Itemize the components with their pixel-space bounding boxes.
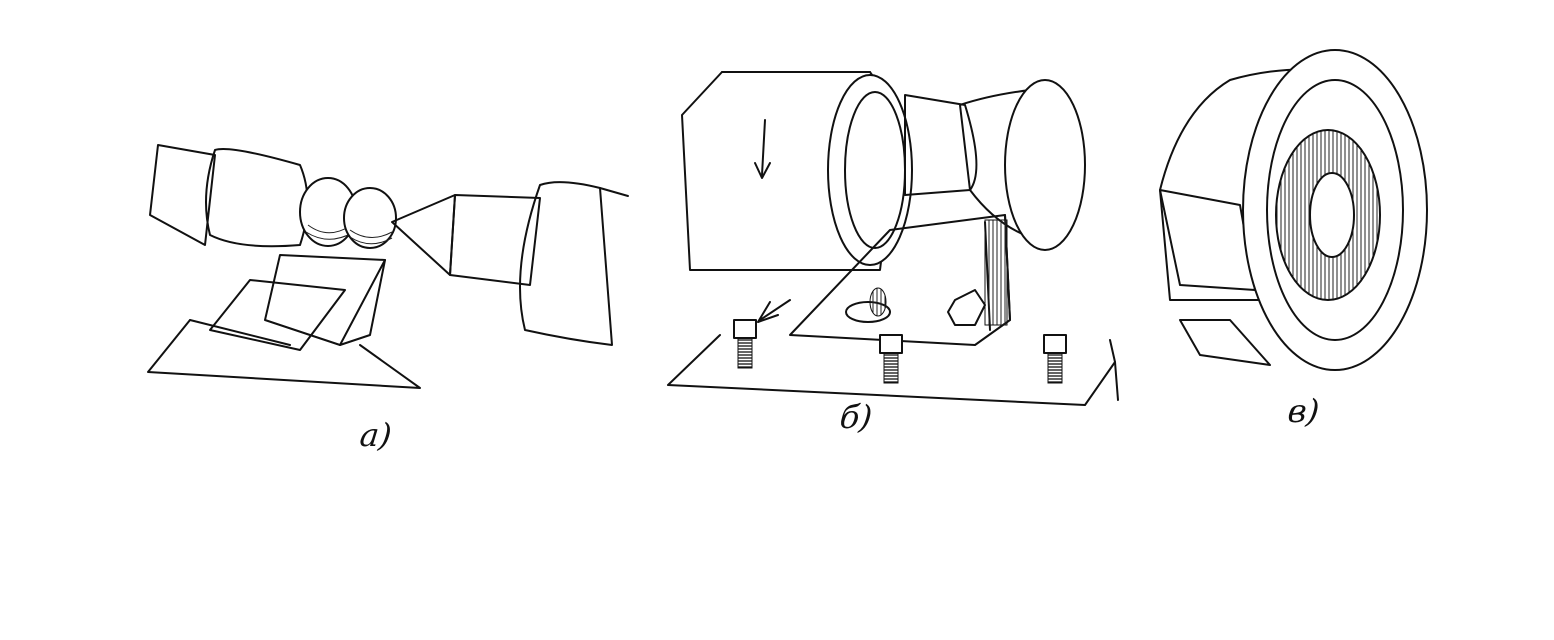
clamp-bolt-2: [879, 334, 903, 384]
tool-post: [147, 319, 421, 389]
diagram-c-knurl-roller: [1159, 49, 1428, 371]
tool-shank: [209, 279, 346, 351]
roller-grooves: [1179, 319, 1271, 366]
tailstock-quill: [449, 194, 541, 286]
roller-face-inner: [1266, 79, 1404, 341]
caption-b: б): [838, 398, 875, 436]
chuck-face: [827, 74, 913, 266]
tailstock-body: [519, 181, 613, 346]
tailstock-center: [391, 194, 456, 276]
left-shaft: [149, 144, 216, 246]
diagram-a-turning-between-centers: [147, 144, 629, 389]
rotation-arrow: [761, 119, 766, 176]
hex-nut: [947, 289, 986, 326]
caption-a: а): [358, 416, 394, 454]
workpiece-bulb-2: [343, 187, 397, 249]
left-collar: [205, 148, 309, 248]
clamp-bolt-1: [733, 319, 757, 369]
clamp-bolt-3: [1043, 334, 1067, 384]
cutting-tool: [264, 254, 386, 346]
caption-c: в): [1286, 392, 1322, 430]
holder-slide: [789, 214, 1011, 346]
workpiece-end: [1004, 79, 1086, 251]
bore: [1309, 172, 1355, 258]
feed-arrow: [759, 299, 791, 321]
workpiece: [904, 94, 978, 196]
diagram-b-knurling-holder: [667, 71, 1119, 406]
holder-base: [667, 334, 1116, 406]
roller-dark-face: [1159, 189, 1256, 291]
roller-shell: [1159, 68, 1371, 301]
